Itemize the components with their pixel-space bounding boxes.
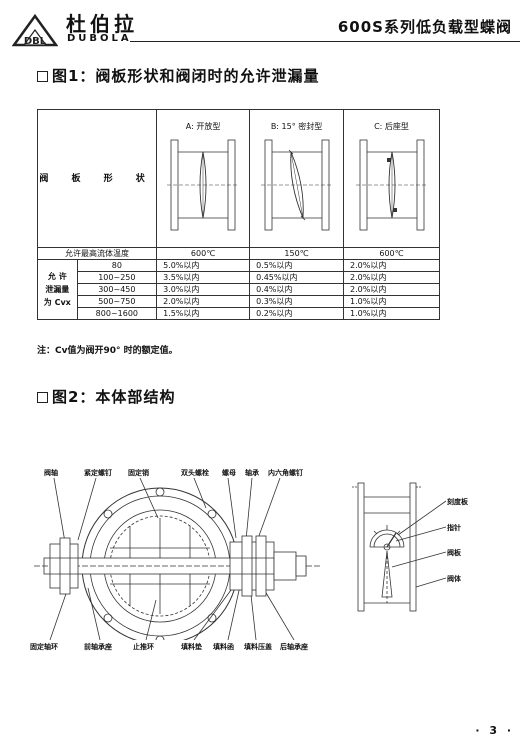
leak-value: 0.45%以内 xyxy=(249,271,345,284)
shape-cell-b: B: 15° 密封型 xyxy=(249,109,345,248)
body-structure-diagram xyxy=(34,478,320,640)
shape-label: 阀 板 形 状 xyxy=(39,173,155,184)
dubola-logo: DBL xyxy=(12,13,58,47)
leak-value: 2.0%以内 xyxy=(343,271,440,284)
section1-title: 图1：阀板形状和阀闭时的允许泄漏量 xyxy=(52,67,320,85)
side-view-diagram xyxy=(352,482,447,612)
checkbox-square-icon xyxy=(37,392,48,403)
leakage-table: 阀 板 形 状 A: 开放型 B: 15° 密封型 xyxy=(36,109,440,320)
brand-name-en: DUBOLA xyxy=(67,33,132,44)
label-set-screw: 紧定螺钉 xyxy=(84,469,112,477)
size-cell: 300~450 xyxy=(76,283,158,296)
table-row: 100~250 3.5%以内 0.45%以内 2.0%以内 xyxy=(38,271,440,284)
temp-a: 600℃ xyxy=(156,247,251,260)
leak-value: 0.2%以内 xyxy=(249,307,345,320)
page-number-value: 3 xyxy=(489,724,500,737)
leak-value: 2.0%以内 xyxy=(343,259,440,272)
disc-shape-a-diagram xyxy=(167,139,240,231)
label-nut: 螺母 xyxy=(222,469,236,477)
disc-shape-b-diagram xyxy=(260,139,333,231)
section2-title: 图2：本体部结构 xyxy=(52,388,176,406)
leak-label-line: 为 Cvx xyxy=(43,298,71,307)
leak-label-line: 允 许 xyxy=(47,272,67,281)
leak-value: 1.0%以内 xyxy=(343,295,440,308)
leak-value: 0.3%以内 xyxy=(249,295,345,308)
shape-row: 阀 板 形 状 A: 开放型 B: 15° 密封型 xyxy=(36,109,440,248)
disc-shape-c-diagram xyxy=(355,139,428,231)
shape-cell-a: A: 开放型 xyxy=(156,109,251,248)
label-packing-gland: 填料压盖 xyxy=(244,643,272,651)
label-valve-shaft: 阀轴 xyxy=(44,469,58,477)
label-pointer: 指针 xyxy=(447,524,461,532)
leak-value: 5.0%以内 xyxy=(156,259,251,272)
leak-value: 3.5%以内 xyxy=(156,271,251,284)
section1-heading: 图1：阀板形状和阀闭时的允许泄漏量 xyxy=(37,65,319,86)
leak-value: 0.4%以内 xyxy=(249,283,345,296)
page-number: · 3 · xyxy=(475,724,514,737)
label-bearing: 轴承 xyxy=(245,469,259,477)
label-fixed-collar: 固定轴环 xyxy=(30,643,58,651)
page-title: 600S系列低负载型蝶阀 xyxy=(337,18,512,36)
label-hex-socket-screw: 内六角螺钉 xyxy=(268,469,303,477)
table-row: 300~450 3.0%以内 0.4%以内 2.0%以内 xyxy=(38,283,440,296)
checkbox-square-icon xyxy=(37,71,48,82)
section2-heading: 图2：本体部结构 xyxy=(37,386,175,407)
size-cell: 80 xyxy=(76,259,158,272)
table-row: 500~750 2.0%以内 0.3%以内 1.0%以内 xyxy=(38,295,440,308)
leak-value: 0.5%以内 xyxy=(249,259,345,272)
shape-cell-c: C: 后座型 xyxy=(343,109,440,248)
temperature-row: 允许最高流体温度 600℃ 150℃ 600℃ xyxy=(36,247,440,260)
label-disc: 阀板 xyxy=(447,549,461,557)
label-rear-bearing-seat: 后轴承座 xyxy=(280,643,308,651)
leak-label-line: 泄漏量 xyxy=(45,285,70,294)
type-a-label: A: 开放型 xyxy=(185,122,221,131)
label-packing-pad: 填料垫 xyxy=(181,643,202,651)
label-body: 阀体 xyxy=(447,575,461,583)
leak-value: 1.0%以内 xyxy=(343,307,440,320)
label-front-bearing-seat: 前轴承座 xyxy=(84,643,112,651)
leak-value: 2.0%以内 xyxy=(156,295,251,308)
label-fixing-pin: 固定销 xyxy=(128,469,149,477)
label-packing-box: 填料函 xyxy=(213,643,234,651)
size-cell: 100~250 xyxy=(76,271,158,284)
brand-name-cn: 杜伯拉 xyxy=(66,12,138,36)
type-b-label: B: 15° 密封型 xyxy=(270,122,323,131)
leak-value: 2.0%以内 xyxy=(343,283,440,296)
temp-b: 150℃ xyxy=(249,247,345,260)
type-c-label: C: 后座型 xyxy=(374,122,409,131)
size-cell: 500~750 xyxy=(76,295,158,308)
temp-c: 600℃ xyxy=(343,247,440,260)
leak-label-cell: 允 许 泄漏量 为 Cvx xyxy=(37,259,78,320)
leak-value: 1.5%以内 xyxy=(156,307,251,320)
cv-note: 注：Cv值为阀开90° 时的额定值。 xyxy=(37,346,178,356)
label-thrust-ring: 止推环 xyxy=(133,643,154,651)
size-cell: 800~1600 xyxy=(76,307,158,320)
label-stud-bolt: 双头螺栓 xyxy=(181,469,209,477)
logo-letters: DBL xyxy=(24,36,47,47)
leak-value: 3.0%以内 xyxy=(156,283,251,296)
shape-label-cell: 阀 板 形 状 xyxy=(36,109,158,248)
header-divider xyxy=(130,41,520,42)
temp-label-cell: 允许最高流体温度 xyxy=(36,247,158,260)
table-row: 允 许 泄漏量 为 Cvx 80 5.0%以内 0.5%以内 2.0%以内 xyxy=(37,259,440,320)
table-row: 800~1600 1.5%以内 0.2%以内 1.0%以内 xyxy=(38,307,440,320)
label-scale-plate: 刻度板 xyxy=(447,498,468,506)
